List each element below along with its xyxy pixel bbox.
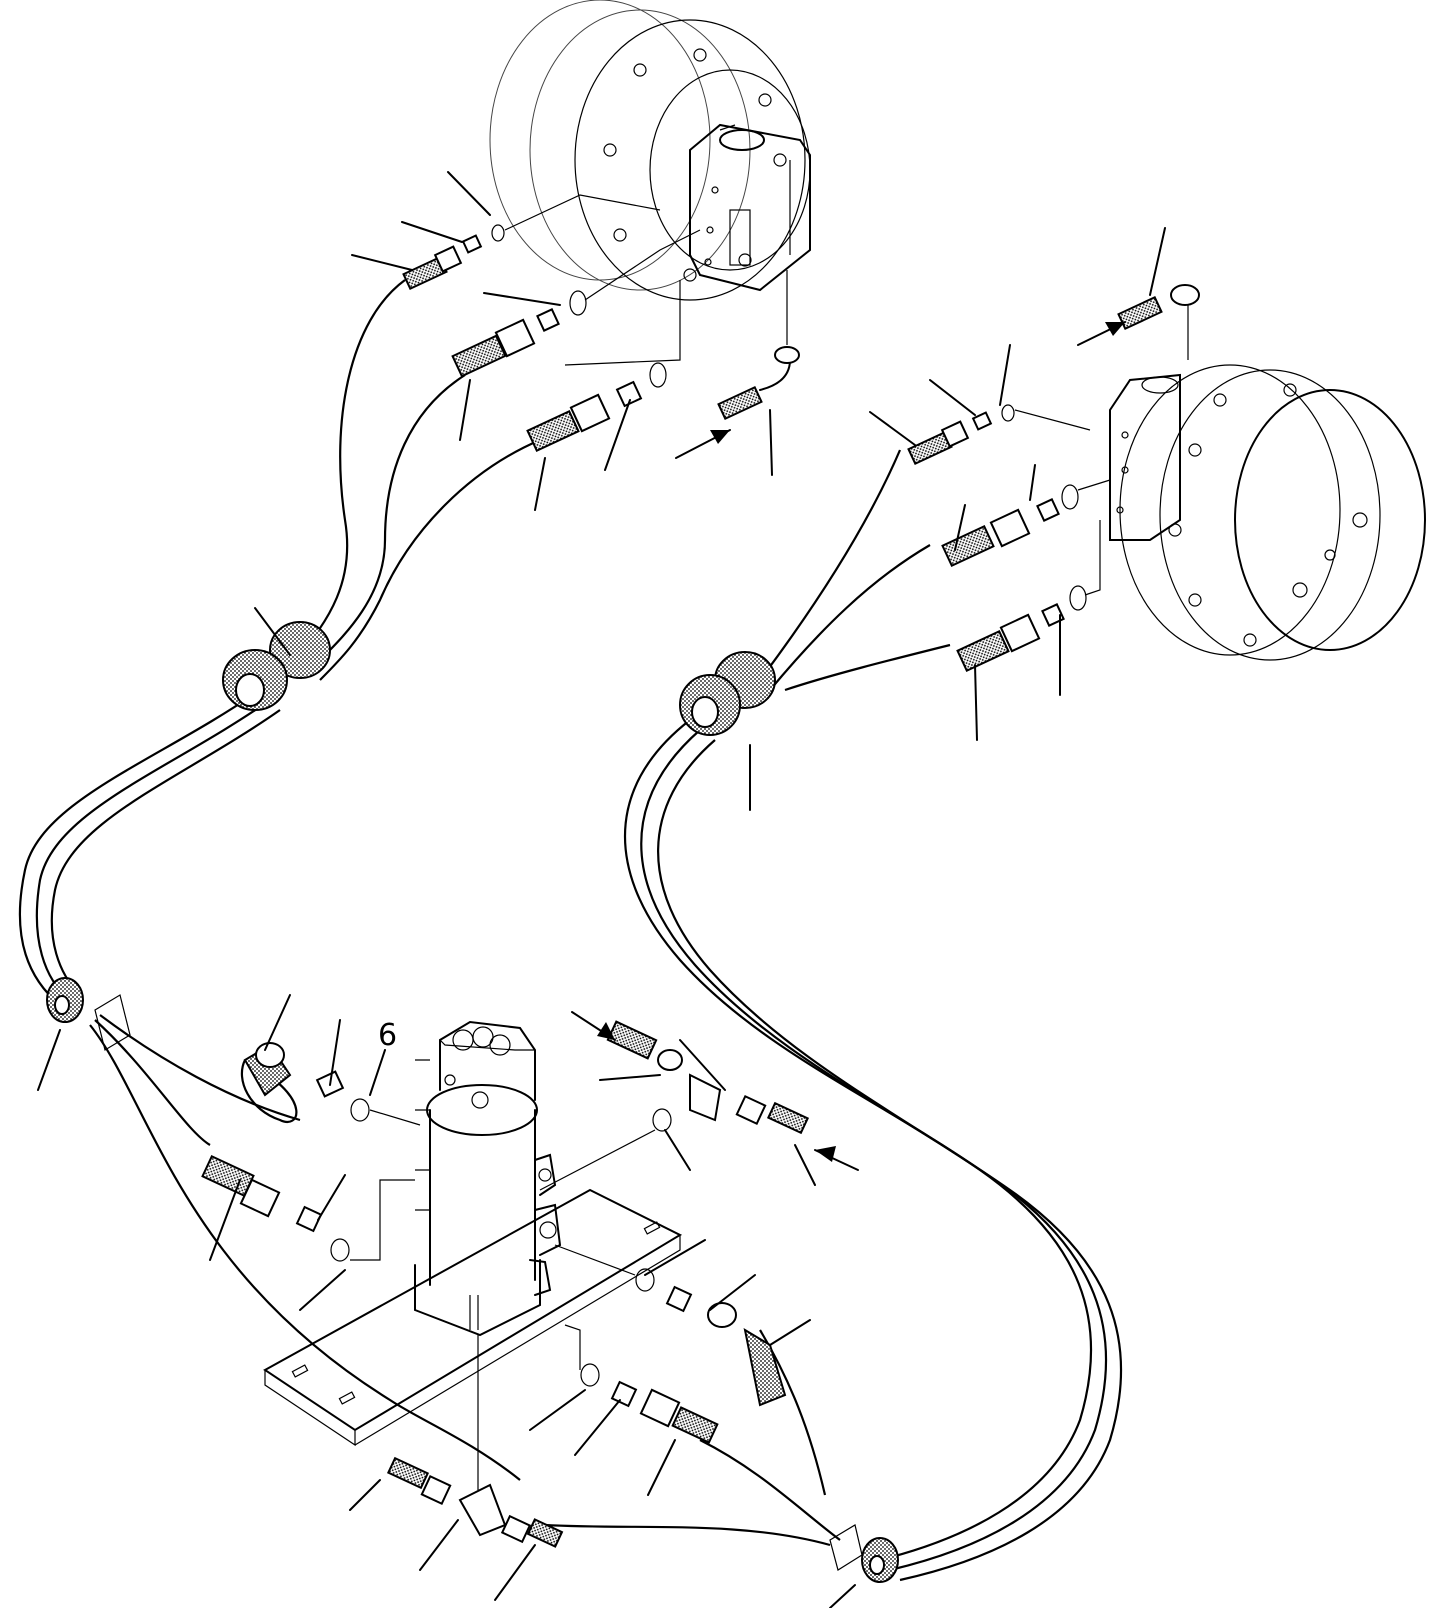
hose-routing: [18, 279, 1123, 1582]
hose-clamp-left: [222, 621, 331, 711]
left-travel-motor: [489, 0, 811, 301]
right-travel-motor: [1109, 364, 1426, 661]
bulkhead-connector-left: [46, 977, 131, 1051]
hose-clamp-right: [679, 651, 776, 736]
callout-label-6: 6: [378, 1018, 397, 1053]
center-swivel-joint: [263, 1020, 683, 1447]
bulkhead-connector-bottom: [829, 1524, 899, 1583]
leader-lines: [37, 171, 1166, 1608]
fittings: [201, 194, 1200, 1548]
flow-arrow-icon: [571, 321, 1126, 1171]
